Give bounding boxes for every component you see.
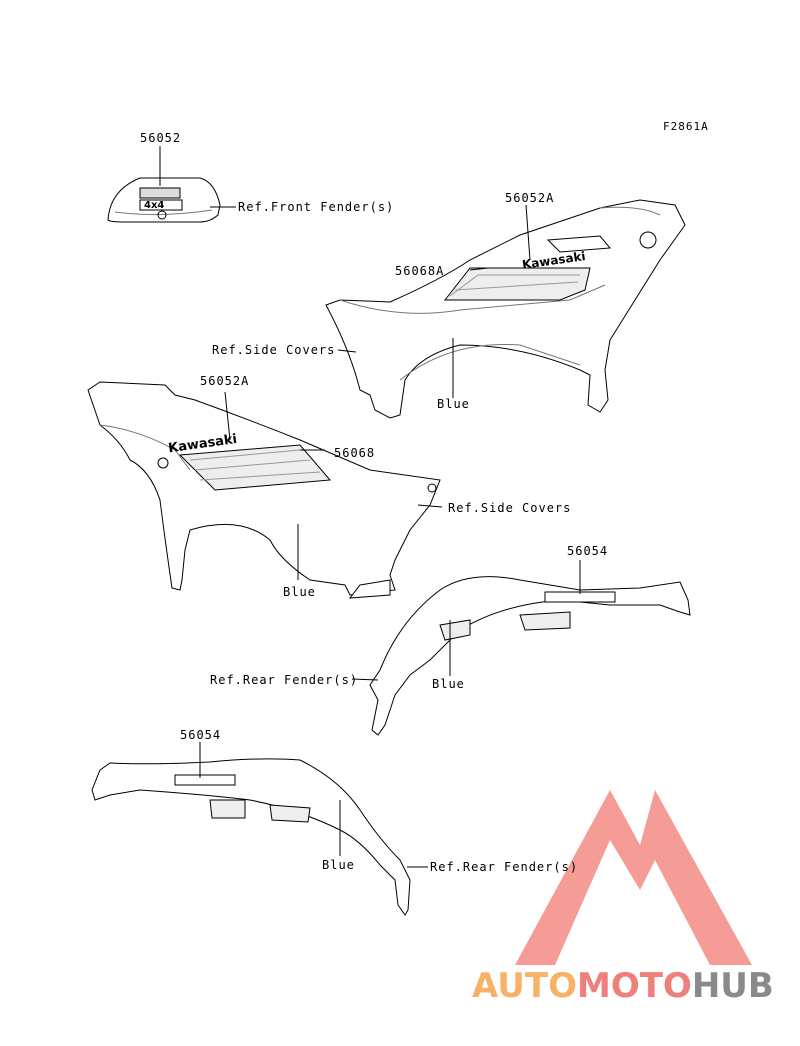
front-fender-part: [107, 146, 236, 223]
part-number-56068a: 56068A: [395, 264, 445, 278]
figure-code: F2861A: [663, 120, 709, 133]
side-cover-left: [87, 381, 443, 599]
color-blue-right-cover: Blue: [437, 397, 470, 411]
part-number-56054-lower: 56054: [180, 728, 222, 742]
color-blue-rear-upper: Blue: [432, 677, 465, 691]
part-number-56068: 56068: [334, 446, 376, 460]
ref-front-fender: Ref.Front Fender(s): [238, 200, 395, 214]
ref-rear-fender-upper: Ref.Rear Fender(s): [210, 673, 359, 687]
rear-fender-upper: [351, 560, 691, 736]
color-blue-rear-lower: Blue: [322, 858, 355, 872]
part-number-56052a-right: 56052A: [505, 191, 555, 205]
ref-rear-fender-lower: Ref.Rear Fender(s): [430, 860, 579, 874]
watermark-logo-icon: [515, 790, 752, 965]
watermark-text-moto: MOTO: [576, 966, 692, 1006]
ref-side-covers-right: Ref.Side Covers: [212, 343, 336, 357]
part-number-56052: 56052: [140, 131, 182, 145]
watermark-text: AUTOMOTOHUB: [472, 966, 774, 1006]
decal-4x4: 4x4: [144, 200, 164, 211]
watermark-text-auto: AUTO: [472, 966, 577, 1006]
color-blue-left-cover: Blue: [283, 585, 316, 599]
ref-side-covers-left: Ref.Side Covers: [448, 501, 572, 515]
rear-fender-lower: [91, 742, 428, 916]
side-cover-right: [325, 199, 686, 419]
part-number-56054-upper: 56054: [567, 544, 609, 558]
part-number-56052a-left: 56052A: [200, 374, 250, 388]
watermark-text-hub: HUB: [691, 966, 774, 1006]
